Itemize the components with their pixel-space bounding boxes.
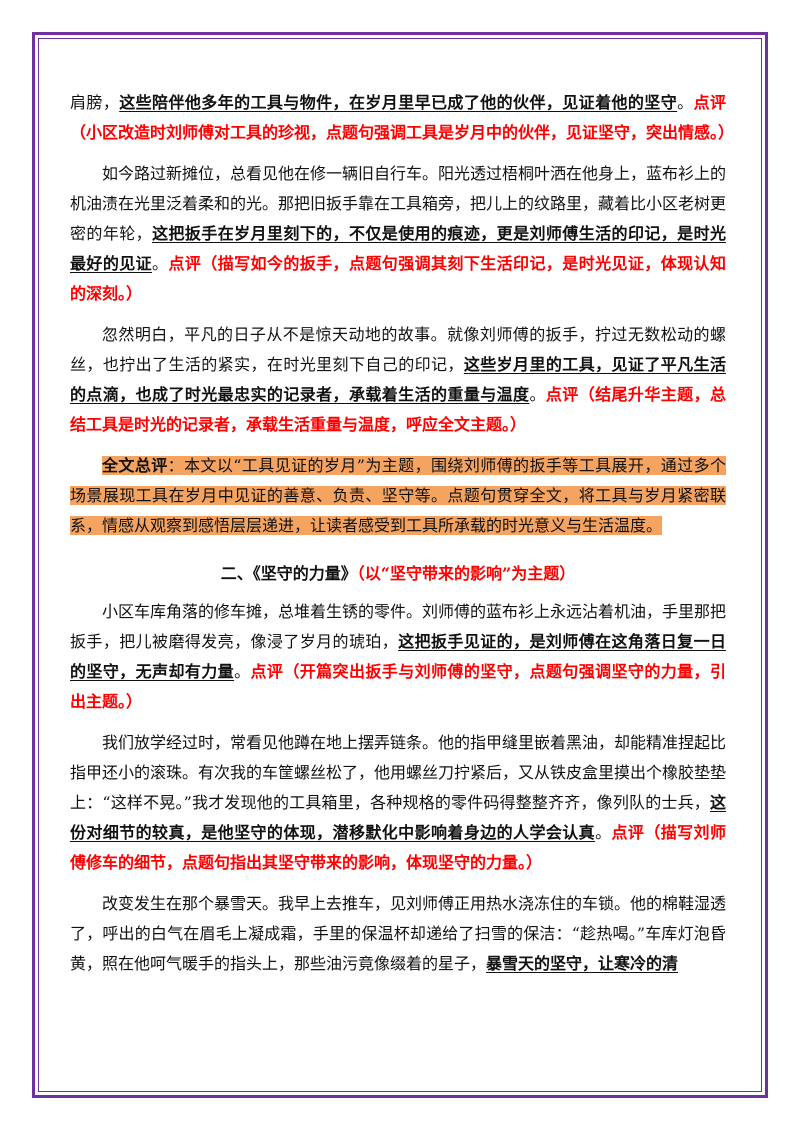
key-sentence: 这些岁月里的工具，见证了平凡生活的点滴，也成了时光最忠实的记录者，承载着生活的重… <box>70 355 726 404</box>
key-sentence: 这把扳手见证的，是刘师傅在这角落日复一日的坚守，无声却有力量 <box>70 632 726 681</box>
summary-text: ：本文以“工具见证的岁月”为主题，围绕刘师傅的扳手等工具展开，通过多个场景展现工… <box>70 456 726 535</box>
section-title: 二、《坚守的力量》（以“坚守带来的影响”为主题） <box>220 564 576 583</box>
comment: 点评（开篇突出扳手与刘师傅的坚守，点题句强调坚守的力量，引出主题。） <box>70 662 726 711</box>
key-sentence: 暴雪天的坚守，让寒冷的清 <box>486 954 679 973</box>
paragraph: 肩膀，这些陪伴他多年的工具与物件，在岁月里早已成了他的伙伴，见证着他的坚守。点评… <box>70 93 735 142</box>
page-border-outer <box>32 32 768 1098</box>
section-subtitle: （以“坚守带来的影响”为主题） <box>356 564 576 583</box>
page-border-inner <box>38 38 762 1092</box>
paragraph: 小区车库角落的修车摊，总堆着生锈的零件。刘师傅的蓝布衫上永远沾着机油，手里那把扳… <box>70 602 727 711</box>
paragraph: 改变发生在那个暴雪天。我早上去推车，见刘师傅正用热水浇冻住的车锁。他的棉鞋湿透了… <box>70 894 727 973</box>
summary-label: 全文总评 <box>102 456 168 475</box>
comment: 点评（描写刘师傅修车的细节，点题句指出其坚守带来的影响，体现坚守的力量。） <box>70 823 726 872</box>
paragraph: 我们放学经过时，常看见他蹲在地上摆弄链条。他的指甲缝里嵌着黑油，却能精准捏起比指… <box>70 733 727 872</box>
comment: 点评（小区改造时刘师傅对工具的珍视，点题句强调工具是岁月中的伙伴，见证坚守，突出… <box>70 93 735 142</box>
document-body: 肩膀，这些陪伴他多年的工具与物件，在岁月里早已成了他的伙伴，见证着他的坚守。点评… <box>70 88 735 990</box>
key-sentence: 这把扳手在岁月里刻下的，不仅是使用的痕迹，更是刘师傅生活的印记，是时光最好的见证 <box>70 224 726 273</box>
key-sentence: 这些陪伴他多年的工具与物件，在岁月里早已成了他的伙伴，见证着他的坚守 <box>119 93 678 112</box>
paragraph: 忽然明白，平凡的日子从不是惊天动地的故事。就像刘师傅的扳手，拧过无数松动的螺丝，… <box>70 325 726 434</box>
summary-paragraph: 全文总评：本文以“工具见证的岁月”为主题，围绕刘师傅的扳手等工具展开，通过多个场… <box>70 451 726 541</box>
comment: 点评（描写如今的扳手，点题句强调其刻下生活印记，是时光见证，体现认知的深刻。） <box>70 254 726 303</box>
key-sentence: 这份对细节的较真，是他坚守的体现，潜移默化中影响着身边的人学会认真 <box>70 793 726 842</box>
comment: 点评（结尾升华主题，总结工具是时光的记录者，承载生活重量与温度，呼应全文主题。） <box>70 385 726 434</box>
paragraph: 如今路过新摊位，总看见他在修一辆旧自行车。阳光透过梧桐叶洒在他身上，蓝布衫上的机… <box>70 164 727 303</box>
